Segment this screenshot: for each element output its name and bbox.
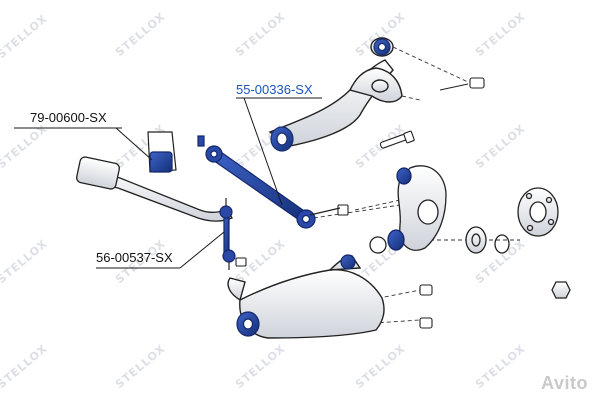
stabilizer-bar bbox=[76, 156, 233, 222]
stabilizer-link bbox=[219, 198, 236, 270]
leader-lines bbox=[14, 97, 322, 269]
avito-logo: Avito bbox=[541, 373, 588, 394]
wheel-hub bbox=[517, 187, 571, 299]
seal-rings bbox=[369, 226, 510, 254]
part-label-bushing[interactable]: 79-00600-SX bbox=[30, 110, 107, 125]
stabilizer-bushing bbox=[147, 131, 177, 173]
avito-logo-text: Avito bbox=[541, 373, 588, 393]
control-link-rod bbox=[197, 135, 341, 229]
upper-bushing bbox=[270, 38, 391, 152]
lower-bushing bbox=[236, 254, 356, 337]
fastener-bolts bbox=[235, 77, 485, 329]
part-label-control-link[interactable]: 55-00336-SX bbox=[236, 82, 313, 97]
wheel-knuckle bbox=[387, 165, 447, 251]
part-label-stabilizer-link[interactable]: 56-00537-SX bbox=[96, 250, 173, 265]
